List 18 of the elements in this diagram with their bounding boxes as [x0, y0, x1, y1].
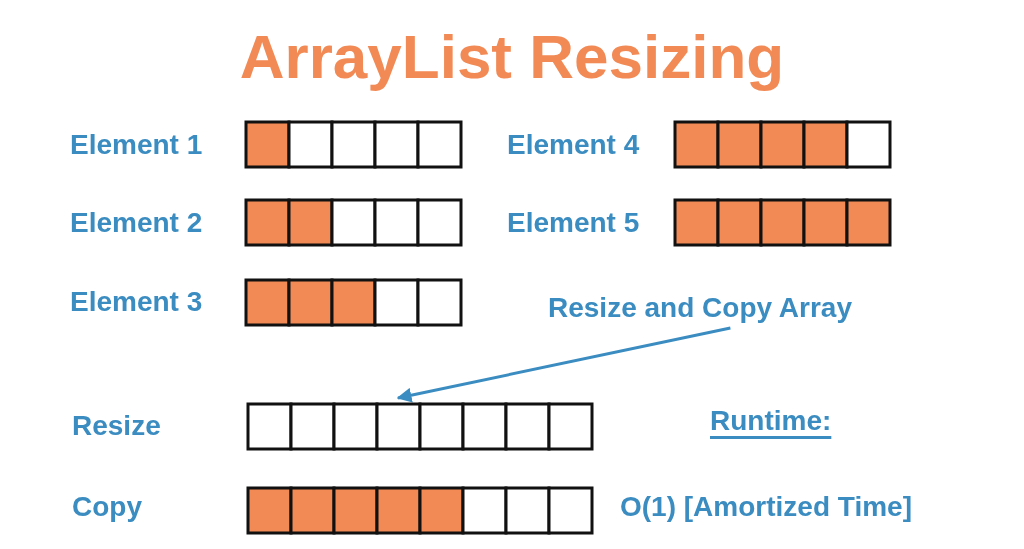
array-drawing	[246, 200, 461, 245]
label-text: Element 5	[507, 209, 640, 237]
label-text: Resize	[72, 412, 161, 440]
arrow	[396, 326, 731, 403]
array-drawing	[675, 200, 890, 245]
label-text: O(1) [Amortized Time]	[620, 493, 912, 521]
label-text: Copy	[72, 493, 142, 521]
array-drawing	[675, 122, 890, 167]
array-drawing	[248, 488, 592, 533]
array-drawing	[246, 122, 461, 167]
label-text: Element 1	[70, 131, 203, 159]
array-drawing	[248, 404, 592, 449]
heading-text: Runtime:	[710, 407, 832, 435]
array-drawing	[246, 280, 461, 325]
label-text: Element 2	[70, 209, 203, 237]
annotation-text: Resize and Copy Array	[548, 294, 852, 322]
label-text: Element 4	[507, 131, 640, 159]
label-text: Element 3	[70, 288, 203, 316]
